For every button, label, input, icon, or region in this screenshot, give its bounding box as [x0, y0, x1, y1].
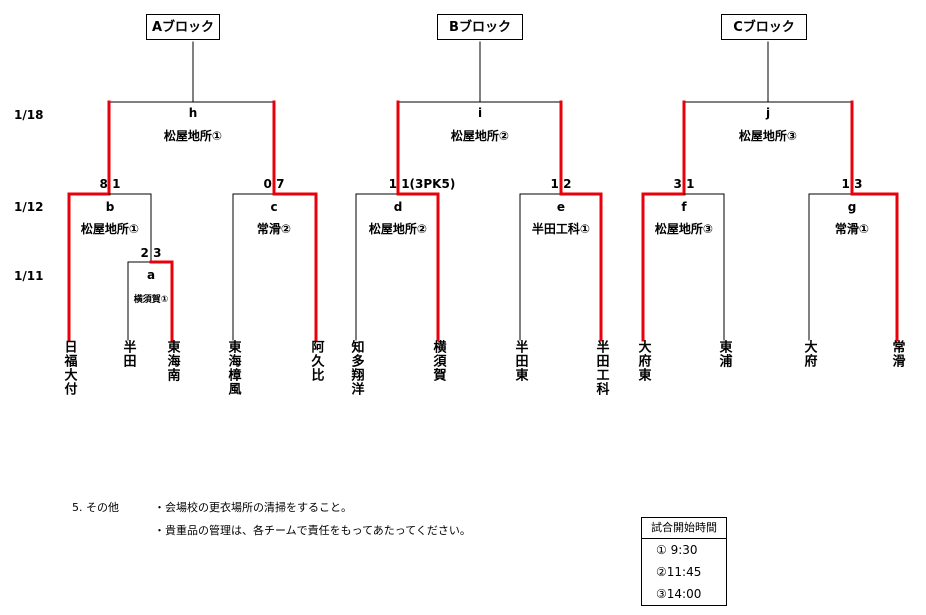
match-c-score: 0 7	[263, 177, 285, 191]
match-i-venue: 松屋地所②	[450, 129, 510, 143]
team-tokai-shofu: 東海樟風	[225, 340, 241, 396]
notes-section: 5. その他 ・会場校の更衣場所の清掃をすること。 ・貴重品の管理は、各チームで…	[72, 499, 592, 549]
match-d-id: d	[393, 200, 403, 214]
notes-line-1: ・会場校の更衣場所の清掃をすること。	[154, 501, 352, 514]
team-handa-kouka: 半田工科	[593, 340, 609, 396]
team-tokai-minami: 東海南	[164, 340, 180, 382]
block-b-box: Bブロック	[437, 14, 523, 40]
start-time-row-3: ③14:00	[656, 587, 702, 601]
team-handa-higashi: 半田東	[512, 340, 528, 382]
match-j-id: j	[765, 106, 771, 120]
team-hifuku-daifu: 日福大付	[61, 340, 77, 396]
team-obu-higashi: 大府東	[635, 340, 651, 382]
match-a-id: a	[146, 268, 156, 282]
team-obu: 大府	[801, 340, 817, 368]
match-a-score: 2 3	[140, 246, 162, 260]
match-g-score: 1 3	[841, 177, 863, 191]
notes-heading: 5. その他	[72, 501, 119, 514]
notes-line-2: ・貴重品の管理は、各チームで責任をもってあたってください。	[154, 524, 471, 537]
round-label-1-12: 1/12	[14, 200, 44, 214]
match-b-venue: 松屋地所①	[80, 222, 140, 236]
match-f-venue: 松屋地所③	[654, 222, 714, 236]
team-agui: 阿久比	[308, 340, 324, 382]
start-time-title: 試合開始時間	[642, 518, 726, 539]
match-h-venue: 松屋地所①	[163, 129, 223, 143]
round-label-1-18: 1/18	[14, 108, 44, 122]
match-g-id: g	[847, 200, 857, 214]
match-e-venue: 半田工科①	[531, 222, 591, 236]
team-chita-shoyo: 知多翔洋	[348, 340, 364, 396]
round-label-1-11: 1/11	[14, 269, 44, 283]
match-f-score: 3 1	[673, 177, 695, 191]
match-b-id: b	[105, 200, 115, 214]
match-j-venue: 松屋地所③	[738, 129, 798, 143]
match-g-venue: 常滑①	[834, 222, 870, 236]
match-h-id: h	[188, 106, 198, 120]
match-c-id: c	[270, 200, 278, 214]
start-time-table: 試合開始時間 ① 9:30 ②11:45 ③14:00	[641, 517, 727, 606]
match-e-id: e	[556, 200, 566, 214]
match-c-venue: 常滑②	[256, 222, 292, 236]
match-b-score: 8 1	[99, 177, 121, 191]
start-time-row-2: ②11:45	[656, 565, 702, 579]
start-time-row-1: ① 9:30	[656, 543, 698, 557]
match-d-score: 1 1(3PK5)	[388, 177, 456, 191]
team-higashiura: 東浦	[716, 340, 732, 368]
match-e-score: 1 2	[550, 177, 572, 191]
block-a-box: Aブロック	[146, 14, 220, 40]
match-i-id: i	[477, 106, 483, 120]
block-c-box: Cブロック	[721, 14, 807, 40]
team-tokoname: 常滑	[889, 340, 905, 368]
match-f-id: f	[681, 200, 687, 214]
team-yokosuka: 横須賀	[430, 340, 446, 382]
match-d-venue: 松屋地所②	[368, 222, 428, 236]
match-a-venue: 横須賀①	[133, 295, 169, 305]
team-handa: 半田	[120, 340, 136, 368]
